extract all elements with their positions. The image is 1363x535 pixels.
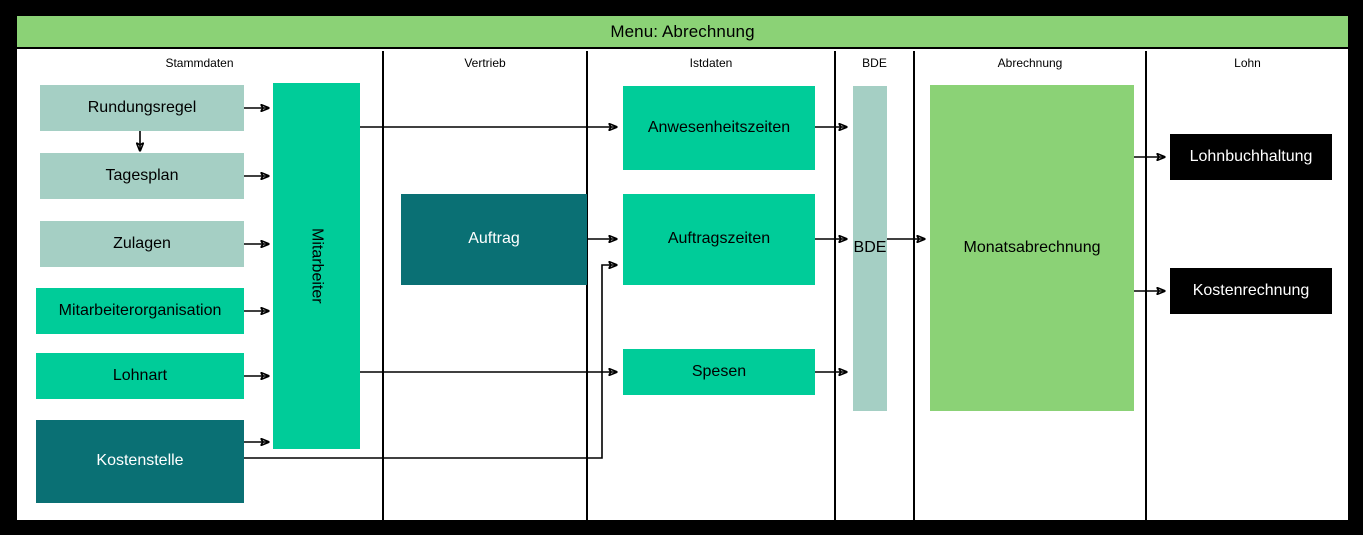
node-label-monatsabrechnung: Monatsabrechnung xyxy=(963,238,1101,256)
menu-title-bar: Menu: Abrechnung xyxy=(17,16,1348,49)
node-label-anwesenheitszeiten: Anwesenheitszeiten xyxy=(647,118,791,136)
diagram-canvas: Menu: Abrechnung Stammdaten Vertrieb Ist… xyxy=(17,16,1348,520)
lane-lohn: Lohn xyxy=(1147,51,1348,520)
node-lohnart[interactable]: Lohnart xyxy=(36,353,244,399)
node-lohnbuchhaltung[interactable]: Lohnbuchhaltung xyxy=(1170,134,1332,180)
lane-label-lohn: Lohn xyxy=(1234,56,1261,70)
node-label-mitarbeiterorganisation: Mitarbeiterorganisation xyxy=(58,301,222,319)
node-rundungsregel[interactable]: Rundungsregel xyxy=(40,85,244,131)
node-label-auftrag: Auftrag xyxy=(468,230,520,248)
lane-abrechnung: Abrechnung xyxy=(915,51,1147,520)
node-anwesenheitszeiten[interactable]: Anwesenheitszeiten xyxy=(623,86,815,170)
lane-bde: BDE xyxy=(836,51,915,520)
node-label-auftragszeiten: Auftragszeiten xyxy=(667,230,771,248)
node-mitarbeiterorganisation[interactable]: Mitarbeiterorganisation xyxy=(36,288,244,334)
lane-label-abrechnung: Abrechnung xyxy=(997,56,1063,70)
node-label-mitarbeiter: Mitarbeiter xyxy=(308,228,326,304)
node-zulagen[interactable]: Zulagen xyxy=(40,221,244,267)
node-monatsabrechnung[interactable]: Monatsabrechnung xyxy=(930,85,1134,411)
node-kostenrechnung[interactable]: Kostenrechnung xyxy=(1170,268,1332,314)
node-bde[interactable]: BDE xyxy=(853,86,887,411)
node-label-spesen: Spesen xyxy=(691,362,747,380)
node-label-lohnbuchhaltung: Lohnbuchhaltung xyxy=(1189,147,1313,165)
lane-label-vertrieb: Vertrieb xyxy=(464,56,506,70)
node-spesen[interactable]: Spesen xyxy=(623,349,815,395)
page-title: Menu: Abrechnung xyxy=(610,21,755,41)
node-label-lohnart: Lohnart xyxy=(112,366,168,384)
node-label-rundungsregel: Rundungsregel xyxy=(87,98,197,116)
node-tagesplan[interactable]: Tagesplan xyxy=(40,153,244,199)
node-label-bde: BDE xyxy=(853,239,887,257)
node-auftrag[interactable]: Auftrag xyxy=(401,194,587,285)
node-kostenstelle[interactable]: Kostenstelle xyxy=(36,420,244,503)
node-label-kostenstelle: Kostenstelle xyxy=(96,452,184,470)
node-label-zulagen: Zulagen xyxy=(113,234,171,252)
lane-label-istdaten: Istdaten xyxy=(689,56,733,70)
node-label-kostenrechnung: Kostenrechnung xyxy=(1192,281,1310,299)
lane-istdaten: Istdaten xyxy=(588,51,836,520)
node-label-tagesplan: Tagesplan xyxy=(105,166,179,184)
lane-vertrieb: Vertrieb xyxy=(384,51,588,520)
lane-label-stammdaten: Stammdaten xyxy=(165,56,234,70)
node-auftragszeiten[interactable]: Auftragszeiten xyxy=(623,194,815,285)
lane-label-bde: BDE xyxy=(862,56,887,70)
node-mitarbeiter[interactable]: Mitarbeiter xyxy=(273,83,360,449)
